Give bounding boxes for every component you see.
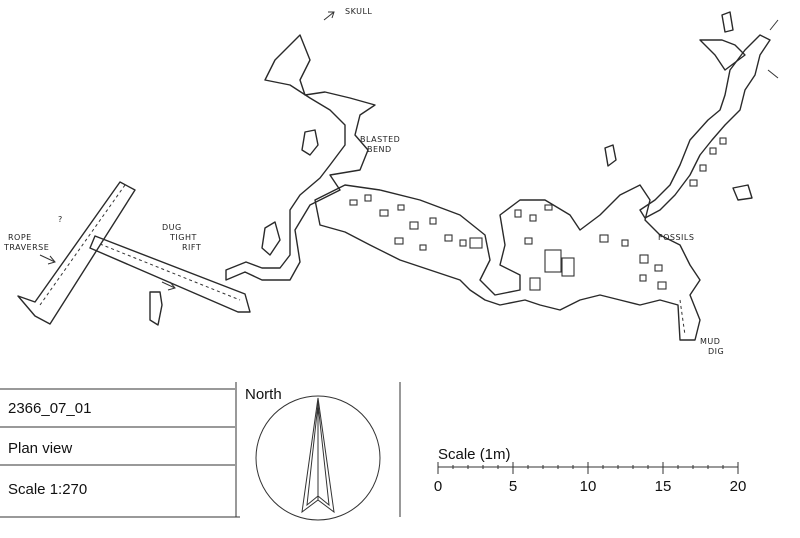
pocket-6	[149, 291, 163, 326]
scale-tick-label: 10	[579, 478, 597, 495]
scale-tick-label: 15	[654, 478, 672, 495]
pocket-2	[261, 221, 281, 256]
label-tight: TIGHT	[169, 233, 197, 242]
label-blasted: BLASTED	[360, 135, 400, 144]
cave-passages	[17, 11, 771, 341]
label-rift: RIFT	[182, 243, 201, 252]
scale-ratio: Scale 1:270	[8, 481, 88, 498]
annotations: SKULL BLASTED BEND ROPE TRAVERSE DUG TIG…	[3, 7, 724, 356]
label-dug: DUG	[162, 223, 182, 232]
label-mud: MUD	[700, 337, 720, 346]
rope-lines	[39, 184, 686, 336]
boulders	[349, 137, 727, 291]
scale-bar-title: Scale (1m)	[438, 446, 511, 463]
pocket-5	[721, 11, 734, 33]
north-east-branch	[699, 39, 746, 71]
label-rope: ROPE	[8, 233, 32, 242]
label-question: ?	[58, 215, 63, 224]
view-type: Plan view	[8, 440, 73, 457]
north-label: North	[245, 386, 282, 403]
label-traverse: TRAVERSE	[3, 243, 49, 252]
label-skull: SKULL	[345, 7, 372, 16]
main-chamber	[314, 184, 701, 341]
scale-tick-label: 5	[508, 478, 518, 495]
scale-bar	[437, 462, 739, 474]
dug-tight-rift	[89, 235, 251, 313]
label-dig: DIG	[708, 347, 724, 356]
title-block-frame	[0, 382, 401, 518]
north-east-passage	[639, 34, 771, 219]
main-passage-west	[225, 34, 376, 281]
scale-tick-label: 0	[433, 478, 443, 495]
label-fossils: FOSSILS	[658, 233, 694, 242]
survey-id: 2366_07_01	[8, 400, 92, 417]
scale-tick-label: 20	[729, 478, 747, 495]
pocket-4	[732, 184, 753, 201]
pocket-1	[301, 129, 319, 156]
north-arrow	[255, 395, 381, 521]
rope-traverse-rift	[17, 181, 136, 325]
label-bend: BEND	[367, 145, 392, 154]
pocket-3	[604, 144, 617, 167]
survey-arrows	[39, 11, 779, 291]
